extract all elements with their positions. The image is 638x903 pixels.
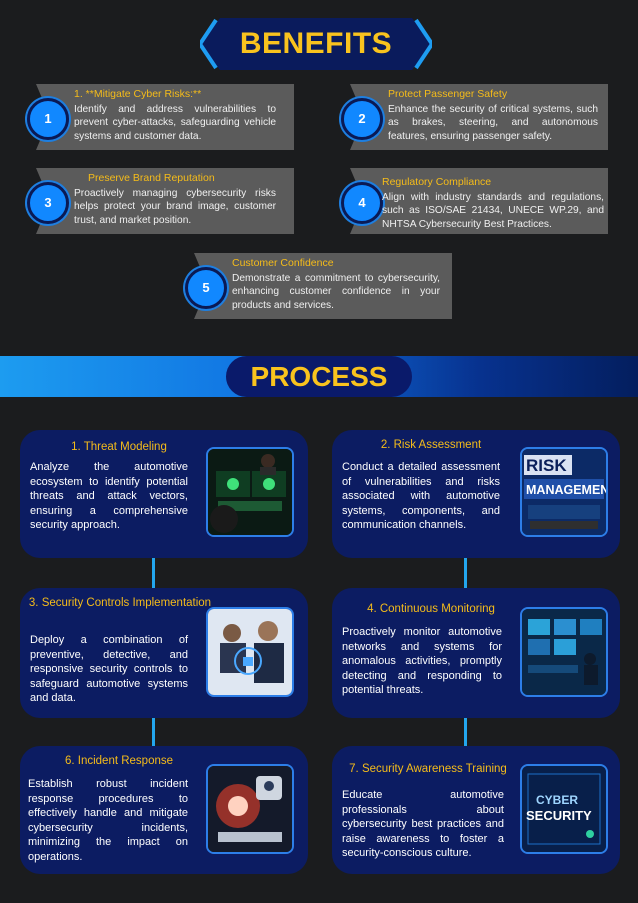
process-connector [152, 718, 155, 746]
process-step-heading: 2. Risk Assessment [380, 439, 482, 451]
benefit-card-shape [350, 84, 608, 150]
process-step-heading: 7. Security Awareness Training [349, 763, 507, 775]
process-step-text: Deploy a combination of preventive, dete… [30, 634, 188, 705]
process-step-7: 7. Security Awareness Training Educate a… [332, 746, 620, 874]
process-step-text: Establish robust incident response proce… [28, 778, 188, 863]
risk-image-word-1: RISK [526, 456, 567, 475]
benefit-heading: Protect Passenger Safety [388, 88, 508, 100]
benefits-banner-shape [200, 18, 432, 70]
cyber-image-word-1: CYBER [536, 793, 578, 807]
benefit-card-4: 4 Regulatory Compliance Align with indus… [341, 168, 608, 234]
risk-management-image: RISK MANAGEMEN [520, 447, 608, 537]
benefit-number-badge: 3 [27, 182, 69, 224]
risk-image-word-2: MANAGEMEN [526, 483, 606, 497]
process-step-6: 6. Incident Response Establish robust in… [20, 746, 308, 874]
process-title: PROCESS [226, 356, 412, 397]
benefit-number-badge: 2 [341, 98, 383, 140]
benefit-heading: 1. **Mitigate Cyber Risks:** [74, 88, 202, 100]
benefit-card-5: 5 Customer Confidence Demonstrate a comm… [185, 253, 452, 319]
benefits-title: BENEFITS [239, 27, 393, 60]
benefit-card-shape [194, 253, 452, 319]
benefit-card-shape [350, 168, 608, 234]
process-connector [464, 718, 467, 746]
benefit-heading: Preserve Brand Reputation [88, 172, 215, 184]
process-step-heading: 3. Security Controls Implementation [28, 597, 212, 609]
benefit-number-badge: 4 [341, 182, 383, 224]
process-step-heading: 6. Incident Response [64, 755, 174, 767]
process-step-heading: 1. Threat Modeling [71, 441, 167, 453]
process-connector [152, 558, 155, 588]
benefit-heading: Regulatory Compliance [382, 176, 492, 188]
process-step-text: Proactively monitor automotive networks … [342, 626, 502, 697]
benefit-card-2: 2 Protect Passenger Safety Enhance the s… [341, 84, 608, 150]
benefit-text: Demonstrate a commitment to cybersecurit… [232, 273, 440, 311]
continuous-monitoring-image [520, 607, 608, 697]
process-step-heading: 4. Continuous Monitoring [367, 603, 495, 615]
benefit-card-3: 3 Preserve Brand Reputation Proactively … [27, 168, 294, 234]
benefit-heading: Customer Confidence [232, 257, 334, 269]
benefit-text: Align with industry standards and regula… [382, 192, 604, 230]
process-step-3: 3. Security Controls Implementation Depl… [20, 588, 308, 718]
process-step-4: 4. Continuous Monitoring Proactively mon… [332, 588, 620, 718]
process-step-text: Conduct a detailed assessment of vulnera… [342, 461, 500, 532]
benefit-text: Identify and address vulnerabilities to … [74, 104, 276, 142]
process-connector [464, 558, 467, 588]
process-step-2: 2. Risk Assessment Conduct a detailed as… [332, 430, 620, 558]
process-step-text: Analyze the automotive ecosystem to iden… [30, 461, 188, 532]
process-step-1: 1. Threat Modeling Analyze the automotiv… [20, 430, 308, 558]
benefit-text: Proactively managing cybersecurity risks… [74, 188, 276, 226]
benefits-title-banner: BENEFITS [200, 18, 432, 70]
security-controls-image [206, 607, 294, 697]
benefit-text: Enhance the security of critical systems… [388, 104, 598, 142]
benefit-number-badge: 1 [27, 98, 69, 140]
cyber-security-image: CYBER SECURITY [520, 764, 608, 854]
benefit-card-shape [36, 84, 294, 150]
benefit-number-badge: 5 [185, 267, 227, 309]
threat-modeling-image [206, 447, 294, 537]
process-step-text: Educate automotive professionals about c… [342, 789, 504, 860]
benefit-card-shape [36, 168, 294, 234]
cyber-image-word-2: SECURITY [526, 808, 592, 823]
benefit-card-1: 1 1. **Mitigate Cyber Risks:** Identify … [27, 84, 294, 150]
incident-response-image [206, 764, 294, 854]
